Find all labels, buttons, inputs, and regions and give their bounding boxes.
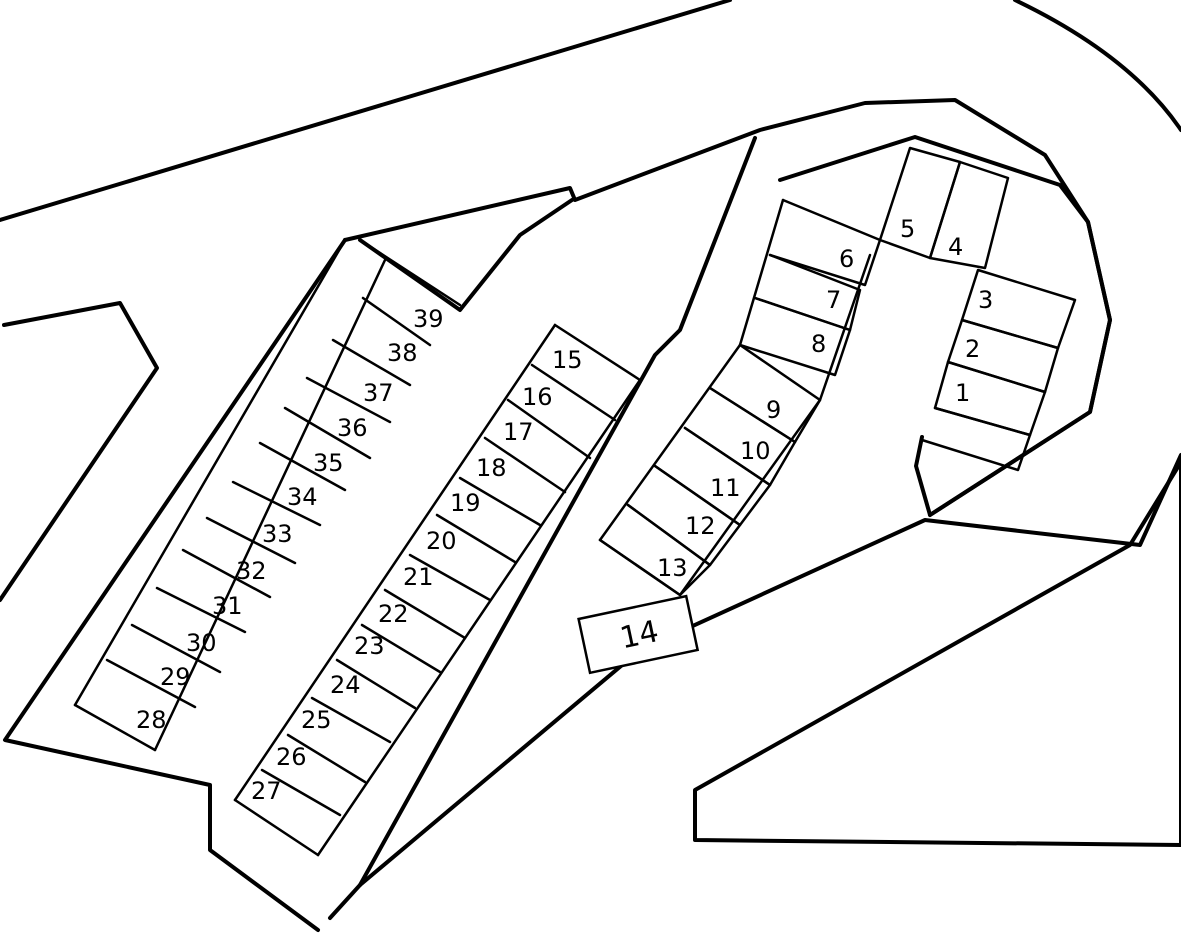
middle-row-outer [316,378,642,857]
space-label-14: 14 [617,614,662,656]
left-divider-34 [231,480,322,527]
left-island [0,301,159,602]
space-label-9: 9 [766,396,781,424]
space-label-28: 28 [136,706,167,734]
left-divider-29 [105,658,197,709]
bottom-diagonal-curb [328,453,1181,920]
middle-row-end [233,798,320,857]
mid-divider-21 [383,588,467,640]
left-row-end [73,703,157,752]
space-label-2: 2 [965,335,980,363]
left-divider-37 [305,376,392,424]
middle-island-left [358,198,574,312]
left-divider-35 [258,441,347,492]
hub-stall-9[interactable] [708,343,822,444]
left-divider-30 [130,623,222,674]
mid-divider-15 [530,363,617,422]
space-label-4: 4 [948,233,963,261]
space-label-15: 15 [552,346,583,374]
left-divider-31 [155,586,247,634]
space-label-18: 18 [476,454,507,482]
mid-divider-23 [335,658,417,710]
space-label-16: 16 [522,383,553,411]
space-label-22: 22 [378,600,409,628]
space-label-27: 27 [251,777,282,805]
space-label-30: 30 [186,629,217,657]
space-label-11: 11 [710,474,741,502]
hub-left-row-spine [598,198,872,597]
mid-divider-17 [483,436,567,494]
space-label-24: 24 [330,671,361,699]
space-label-23: 23 [354,632,385,660]
middle-row-top [553,323,642,382]
space-label-35: 35 [313,449,344,477]
hub-stall-8[interactable] [738,296,852,377]
space-label-5: 5 [900,215,915,243]
left-row-spine [153,258,387,752]
middle-row-spine [233,323,557,802]
space-label-6: 6 [839,245,854,273]
hub-stall-4[interactable] [928,160,1010,270]
space-label-1: 1 [955,379,970,407]
space-label-20: 20 [426,527,457,555]
left-divider-33 [205,516,297,565]
space-label-12: 12 [685,512,716,540]
hub-stall-13[interactable] [598,503,712,597]
mid-divider-19 [435,513,517,564]
inner-hub-outline [778,135,1112,517]
space-label-17: 17 [503,418,534,446]
stall-14-box[interactable] [577,594,700,675]
left-divider-32 [181,548,272,599]
hub-stall-6[interactable] [768,198,882,287]
left-bottom-curb [3,238,347,932]
left-divider-36 [283,406,372,460]
mid-divider-25 [286,733,367,784]
space-labels: 1 2 3 4 5 6 7 8 9 10 11 12 13 14 15 16 1… [136,215,993,805]
mid-divider-22 [360,623,442,674]
space-label-13: 13 [657,554,688,582]
space-label-39: 39 [413,305,444,333]
bottom-right-island [693,460,1181,847]
space-label-33: 33 [262,520,293,548]
middle-island-right [358,136,757,887]
middle-row-stalls [233,323,642,857]
space-label-37: 37 [363,379,394,407]
hub-stall-blank [920,406,1032,472]
mid-divider-20 [408,553,492,602]
mid-divider-16 [506,398,592,460]
space-label-10: 10 [740,437,771,465]
space-label-31: 31 [212,592,243,620]
space-label-7: 7 [826,286,841,314]
space-label-38: 38 [387,339,418,367]
mid-divider-26 [260,768,342,817]
left-row-top [358,238,462,307]
space-label-8: 8 [811,330,826,358]
left-divider-38 [331,338,412,387]
space-label-32: 32 [236,557,267,585]
left-row-outer [73,238,347,707]
mid-divider-24 [310,696,392,744]
left-divider-39 [361,296,432,347]
space-label-21: 21 [403,563,434,591]
space-label-34: 34 [287,483,318,511]
mid-divider-18 [458,476,542,527]
space-label-36: 36 [337,414,368,442]
space-label-19: 19 [450,489,481,517]
outer-road-edge-top [0,0,732,222]
space-label-29: 29 [160,663,191,691]
left-row-stalls [73,238,462,752]
space-label-3: 3 [978,286,993,314]
space-label-26: 26 [276,743,307,771]
hub-stalls [577,146,1077,675]
space-label-25: 25 [301,706,332,734]
outer-road-curve-right [1013,0,1181,132]
